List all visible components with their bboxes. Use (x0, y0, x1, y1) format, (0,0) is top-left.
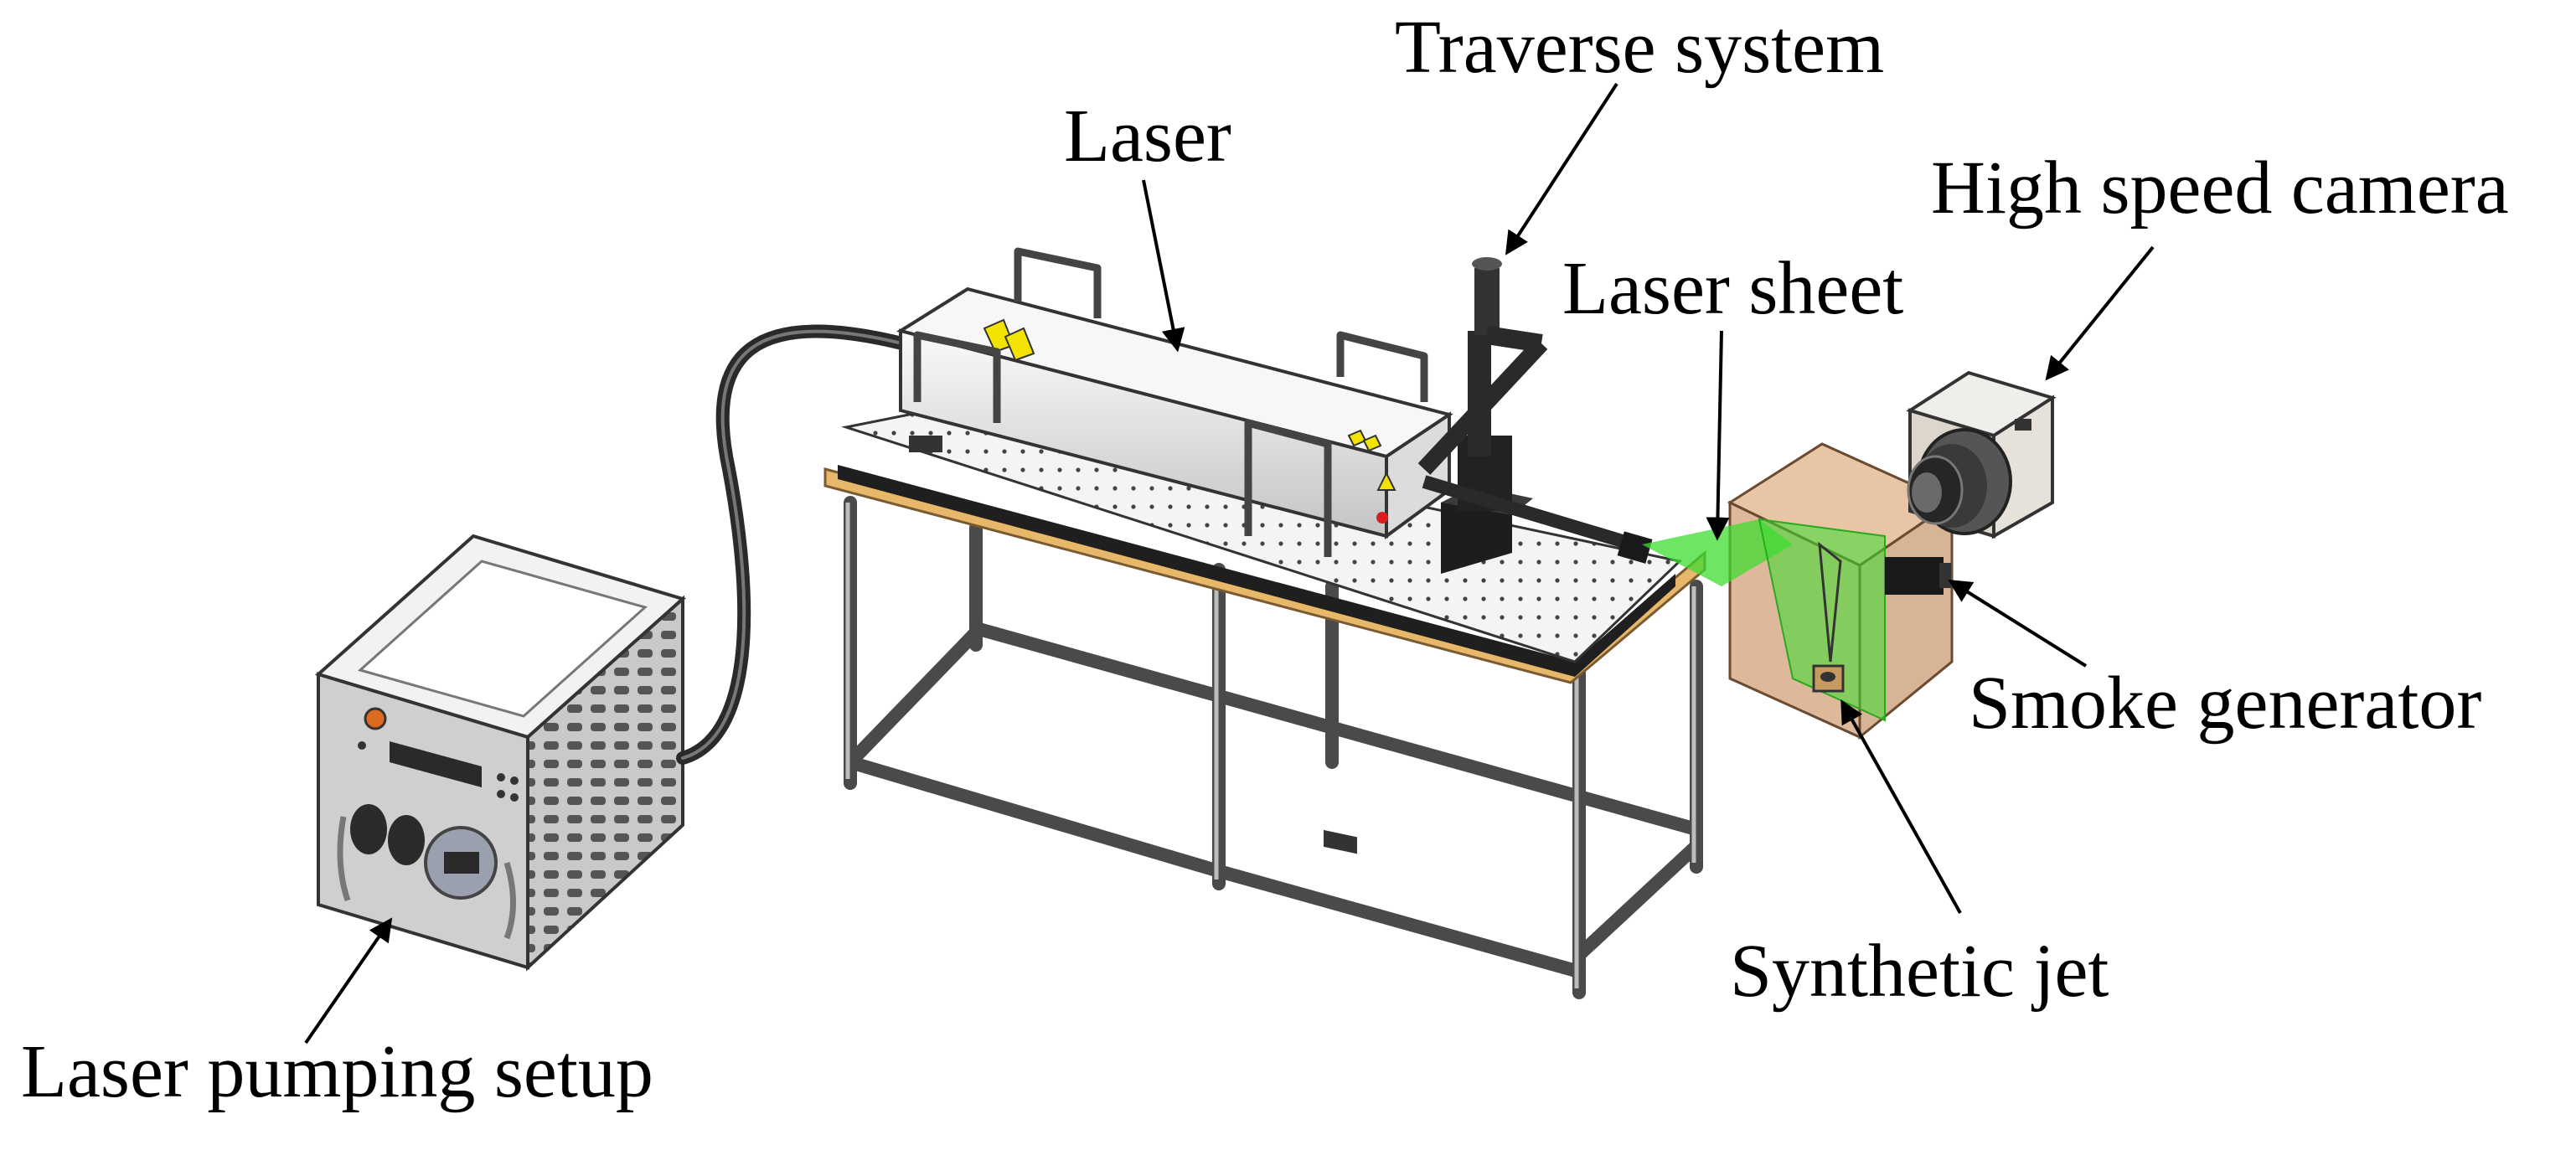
pump-side-vents (526, 595, 684, 972)
pump-display (390, 741, 482, 787)
arrow-laser-sheet (1706, 330, 1730, 541)
laser-handles (913, 247, 1428, 557)
pump-knobs (350, 804, 425, 865)
laser-head (896, 247, 1453, 854)
smoke-generator-body (1885, 557, 1944, 595)
arrow-camera (2045, 245, 2155, 381)
arrow-traverse (1505, 82, 1618, 255)
table-top-side (838, 465, 1675, 677)
power-button (364, 707, 387, 730)
table-frame-highlight (845, 503, 1696, 988)
label-synthetic-jet: Synthetic jet (1730, 930, 2109, 1013)
synthetic-jet-device (1812, 541, 1845, 693)
label-laser: Laser (1064, 95, 1231, 178)
arrow-jet (1840, 699, 1962, 914)
laser-pumping-unit (314, 534, 687, 972)
laser-sheet-plane (1758, 518, 1886, 722)
label-laser-pumping-setup: Laser pumping setup (21, 1030, 653, 1113)
high-speed-camera (1906, 370, 2057, 539)
arrow-pump (304, 917, 393, 1045)
traverse-system (1417, 257, 1653, 574)
label-smoke-generator: Smoke generator (1969, 662, 2482, 745)
arrow-smoke (1948, 580, 2088, 668)
warning-stickers (983, 318, 1396, 491)
arrow-laser (1142, 179, 1185, 353)
label-traverse-system: Traverse system (1395, 6, 1885, 89)
laser-umbilical-cable (676, 324, 916, 765)
leader-arrows (304, 82, 2155, 1045)
label-laser-sheet: Laser sheet (1562, 247, 1904, 330)
label-high-speed-camera: High speed camera (1931, 147, 2509, 230)
laser-sheet-beam (1642, 518, 1886, 722)
